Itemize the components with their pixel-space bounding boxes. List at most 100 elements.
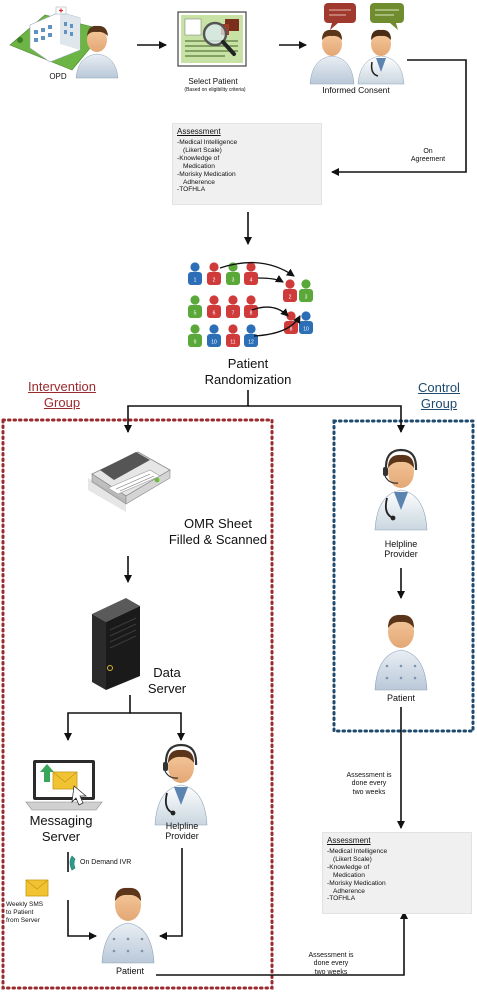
control-group-label: Control Group <box>404 380 474 413</box>
weekly-sms-line-1: Weekly SMS <box>6 901 44 908</box>
intervention-group-label: Intervention Group <box>12 379 112 412</box>
helpline-control-line-2: Provider <box>384 549 418 560</box>
scanner-icon <box>88 451 171 512</box>
messaging-line-2: Server <box>41 828 81 844</box>
control-group-border <box>332 419 475 733</box>
assessment-frequency-intervention: Assessment is done every two weeks <box>298 952 364 977</box>
randomization-number: 6 <box>213 311 216 317</box>
randomization-number: 5 <box>194 311 197 317</box>
phone-icon <box>69 855 76 871</box>
messaging-line-1: Messaging <box>29 813 93 828</box>
freq-intervention-line-1: Assessment is <box>308 952 354 959</box>
select-patient-label: Select Patient <box>188 77 238 86</box>
on-agreement-label: On Agreement <box>408 148 448 165</box>
arrow-server-to-messaging <box>64 695 131 741</box>
select-patient-icon <box>177 11 247 67</box>
freq-intervention-line-3: two weeks <box>314 968 348 976</box>
assessment-item: -Morisky Medication <box>327 879 386 887</box>
randomization-person: 8 <box>244 295 258 318</box>
assessment-box-bottom: Assessment -Medical Intelligence (Likert… <box>322 832 472 914</box>
randomization-arrows <box>219 262 301 337</box>
data-server-line-2: Server <box>147 680 187 696</box>
assessment-item: Medication <box>333 871 365 879</box>
randomization-number: 2 <box>213 278 216 284</box>
randomization-person: 10 <box>299 311 313 334</box>
helpline-control-line-1: Helpline <box>384 539 418 549</box>
randomization-person: 5 <box>188 295 202 318</box>
opd-label: OPD <box>49 72 67 81</box>
assessment-item: -Morisky Medication <box>177 170 236 178</box>
freq-control-line-3: two weeks <box>352 788 386 796</box>
laptop-icon <box>25 760 103 811</box>
randomization-person: 10 <box>207 324 221 347</box>
assessment-item: Adherence <box>183 178 215 186</box>
on-agreement-line-1: On <box>423 148 433 155</box>
helpline-provider-control-icon <box>374 448 428 531</box>
assessment-frequency-control: Assessment is done every two weeks <box>336 772 402 797</box>
randomization-number: 10 <box>303 327 309 333</box>
helpline-provider-label-intervention: Helpline Provider <box>152 821 212 842</box>
randomization-number: 4 <box>250 278 253 284</box>
assessment-title: Assessment <box>327 836 371 845</box>
arrow-patient-to-assessment-intervention <box>156 911 408 976</box>
patient-randomization-label: Patient Randomization <box>188 356 308 387</box>
assessment-item: (Likert Scale) <box>183 146 222 154</box>
randomization-number: 1 <box>194 278 197 284</box>
randomization-person: 1 <box>188 262 202 285</box>
assessment-items: -Medical Intelligence (Likert Scale) -Kn… <box>327 848 387 903</box>
randomization-number: 3 <box>305 295 308 301</box>
patient-control-icon <box>374 614 428 691</box>
freq-control-line-2: done every <box>351 780 387 788</box>
patient-label-intervention: Patient <box>115 966 145 976</box>
assessment-box-top: Assessment -Medical Intelligence (Likert… <box>172 123 322 205</box>
randomization-number: 9 <box>194 340 197 346</box>
randomization-number: 11 <box>230 340 235 346</box>
helpline-line-2: Provider <box>165 831 199 842</box>
on-agreement-line-2: Agreement <box>410 156 446 164</box>
randomization-number: 7 <box>232 311 235 317</box>
data-server-line-1: Data <box>153 665 181 680</box>
randomization-person: 12 <box>244 324 258 347</box>
weekly-sms-line-3: from Server <box>6 916 40 924</box>
omr-line-2: Filled & Scanned <box>168 531 268 547</box>
messaging-server-label: Messaging Server <box>16 813 106 844</box>
assessment-item: -Knowledge of <box>177 154 220 162</box>
randomization-person: 9 <box>188 324 202 347</box>
randomization-person: 4 <box>244 262 258 285</box>
assessment-item: -TOFHLA <box>177 186 206 194</box>
randomization-number: 10 <box>211 340 217 346</box>
assessment-item: -TOFHLA <box>327 895 356 903</box>
weekly-sms-label: Weekly SMS to Patient from Server <box>6 901 64 924</box>
arrow-randomization-to-control <box>248 405 405 433</box>
arrow-consent-to-assessment <box>331 59 467 176</box>
omr-line-1: OMR Sheet <box>184 516 252 531</box>
helpline-line-1: Helpline <box>165 821 199 831</box>
assessment-item: -Medical Intelligence <box>177 139 238 146</box>
randomization-person: 7 <box>226 295 240 318</box>
patient-intervention-icon <box>101 887 155 964</box>
randomization-number: 3 <box>232 278 235 284</box>
assessment-item: (Likert Scale) <box>333 855 372 863</box>
arrow-sms-to-patient <box>67 900 97 940</box>
intervention-line-2: Group <box>43 395 81 411</box>
arrow-randomization-split <box>124 390 249 433</box>
sms-envelope-icon <box>25 879 49 897</box>
data-server-label: Data Server <box>142 665 192 696</box>
informed-consent-icon <box>309 3 405 85</box>
randomization-number: 8 <box>250 311 253 317</box>
intervention-line-1: Intervention <box>28 379 96 394</box>
freq-control-line-1: Assessment is <box>346 772 392 779</box>
select-patient-sublabel: (Based on eligibility criteria) <box>184 87 246 93</box>
helpline-provider-intervention-icon <box>154 743 208 826</box>
randomization-person: 6 <box>207 295 221 318</box>
assessment-item: -Knowledge of <box>327 863 370 871</box>
arrow-helpline-to-patient <box>159 848 183 940</box>
assessment-items: -Medical Intelligence (Likert Scale) -Kn… <box>177 139 237 194</box>
randomization-person: 2 <box>283 279 297 302</box>
control-line-1: Control <box>418 380 460 395</box>
informed-consent-label: Informed Consent <box>322 85 390 95</box>
randomization-line-1: Patient <box>227 356 269 371</box>
on-demand-ivr-label: On Demand IVR <box>80 859 132 866</box>
patient-label-control: Patient <box>386 693 416 703</box>
